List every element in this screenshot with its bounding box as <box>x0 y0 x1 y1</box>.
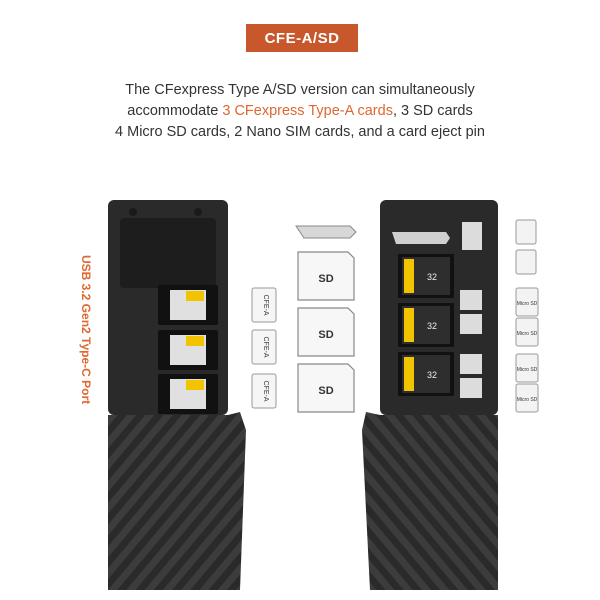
svg-text:32: 32 <box>427 370 437 380</box>
sd-slot-3: 32 <box>398 352 454 396</box>
highlight-cfexpress: 3 CFexpress Type-A cards <box>222 103 393 119</box>
micro-sd-2: Micro SD <box>515 317 539 347</box>
svg-text:CFE-A: CFE-A <box>262 381 269 402</box>
cfe-card-2: CFE-A <box>251 329 277 365</box>
svg-text:SD: SD <box>318 273 333 285</box>
micro-sd-4: Micro SD <box>515 383 539 413</box>
svg-text:32: 32 <box>427 272 437 282</box>
description-text: The CFexpress Type A/SD version can simu… <box>40 80 560 143</box>
svg-text:CFE-A: CFE-A <box>262 337 269 358</box>
svg-text:Micro SD: Micro SD <box>517 367 538 373</box>
sd-slot-1: 32 <box>398 254 454 298</box>
svg-text:SD: SD <box>318 329 333 341</box>
nano-sim-1 <box>515 219 537 245</box>
cfe-slot-2 <box>158 330 218 370</box>
cfe-card-1: CFE-A <box>251 287 277 323</box>
sd-card-1: SD <box>297 251 355 301</box>
cfe-card-3: CFE-A <box>251 373 277 409</box>
description-line-3: 4 Micro SD cards, 2 Nano SIM cards, and … <box>115 124 485 140</box>
sd-slot-2: 32 <box>398 303 454 347</box>
version-badge: CFE-A/SD <box>246 24 358 52</box>
micro-sd-3: Micro SD <box>515 353 539 383</box>
cfe-slot-1 <box>158 285 218 325</box>
nano-sim-2 <box>515 249 537 275</box>
svg-text:32: 32 <box>427 321 437 331</box>
micro-sd-1: Micro SD <box>515 287 539 317</box>
description-line-1: The CFexpress Type A/SD version can simu… <box>125 82 475 98</box>
eject-pin <box>295 225 357 239</box>
svg-text:SD: SD <box>318 385 333 397</box>
left-case <box>108 200 246 590</box>
svg-text:Micro SD: Micro SD <box>517 301 538 307</box>
sd-card-3: SD <box>297 363 355 413</box>
description-line-2: accommodate 3 CFexpress Type-A cards, 3 … <box>127 103 473 119</box>
svg-text:Micro SD: Micro SD <box>517 397 538 403</box>
svg-text:CFE-A: CFE-A <box>262 295 269 316</box>
svg-text:Micro SD: Micro SD <box>517 331 538 337</box>
right-case: 32 32 32 <box>362 200 498 590</box>
sd-card-2: SD <box>297 307 355 357</box>
usb-port-label: USB 3.2 Gen2 Type-C Port <box>79 255 93 405</box>
cfe-slot-3 <box>158 374 218 414</box>
